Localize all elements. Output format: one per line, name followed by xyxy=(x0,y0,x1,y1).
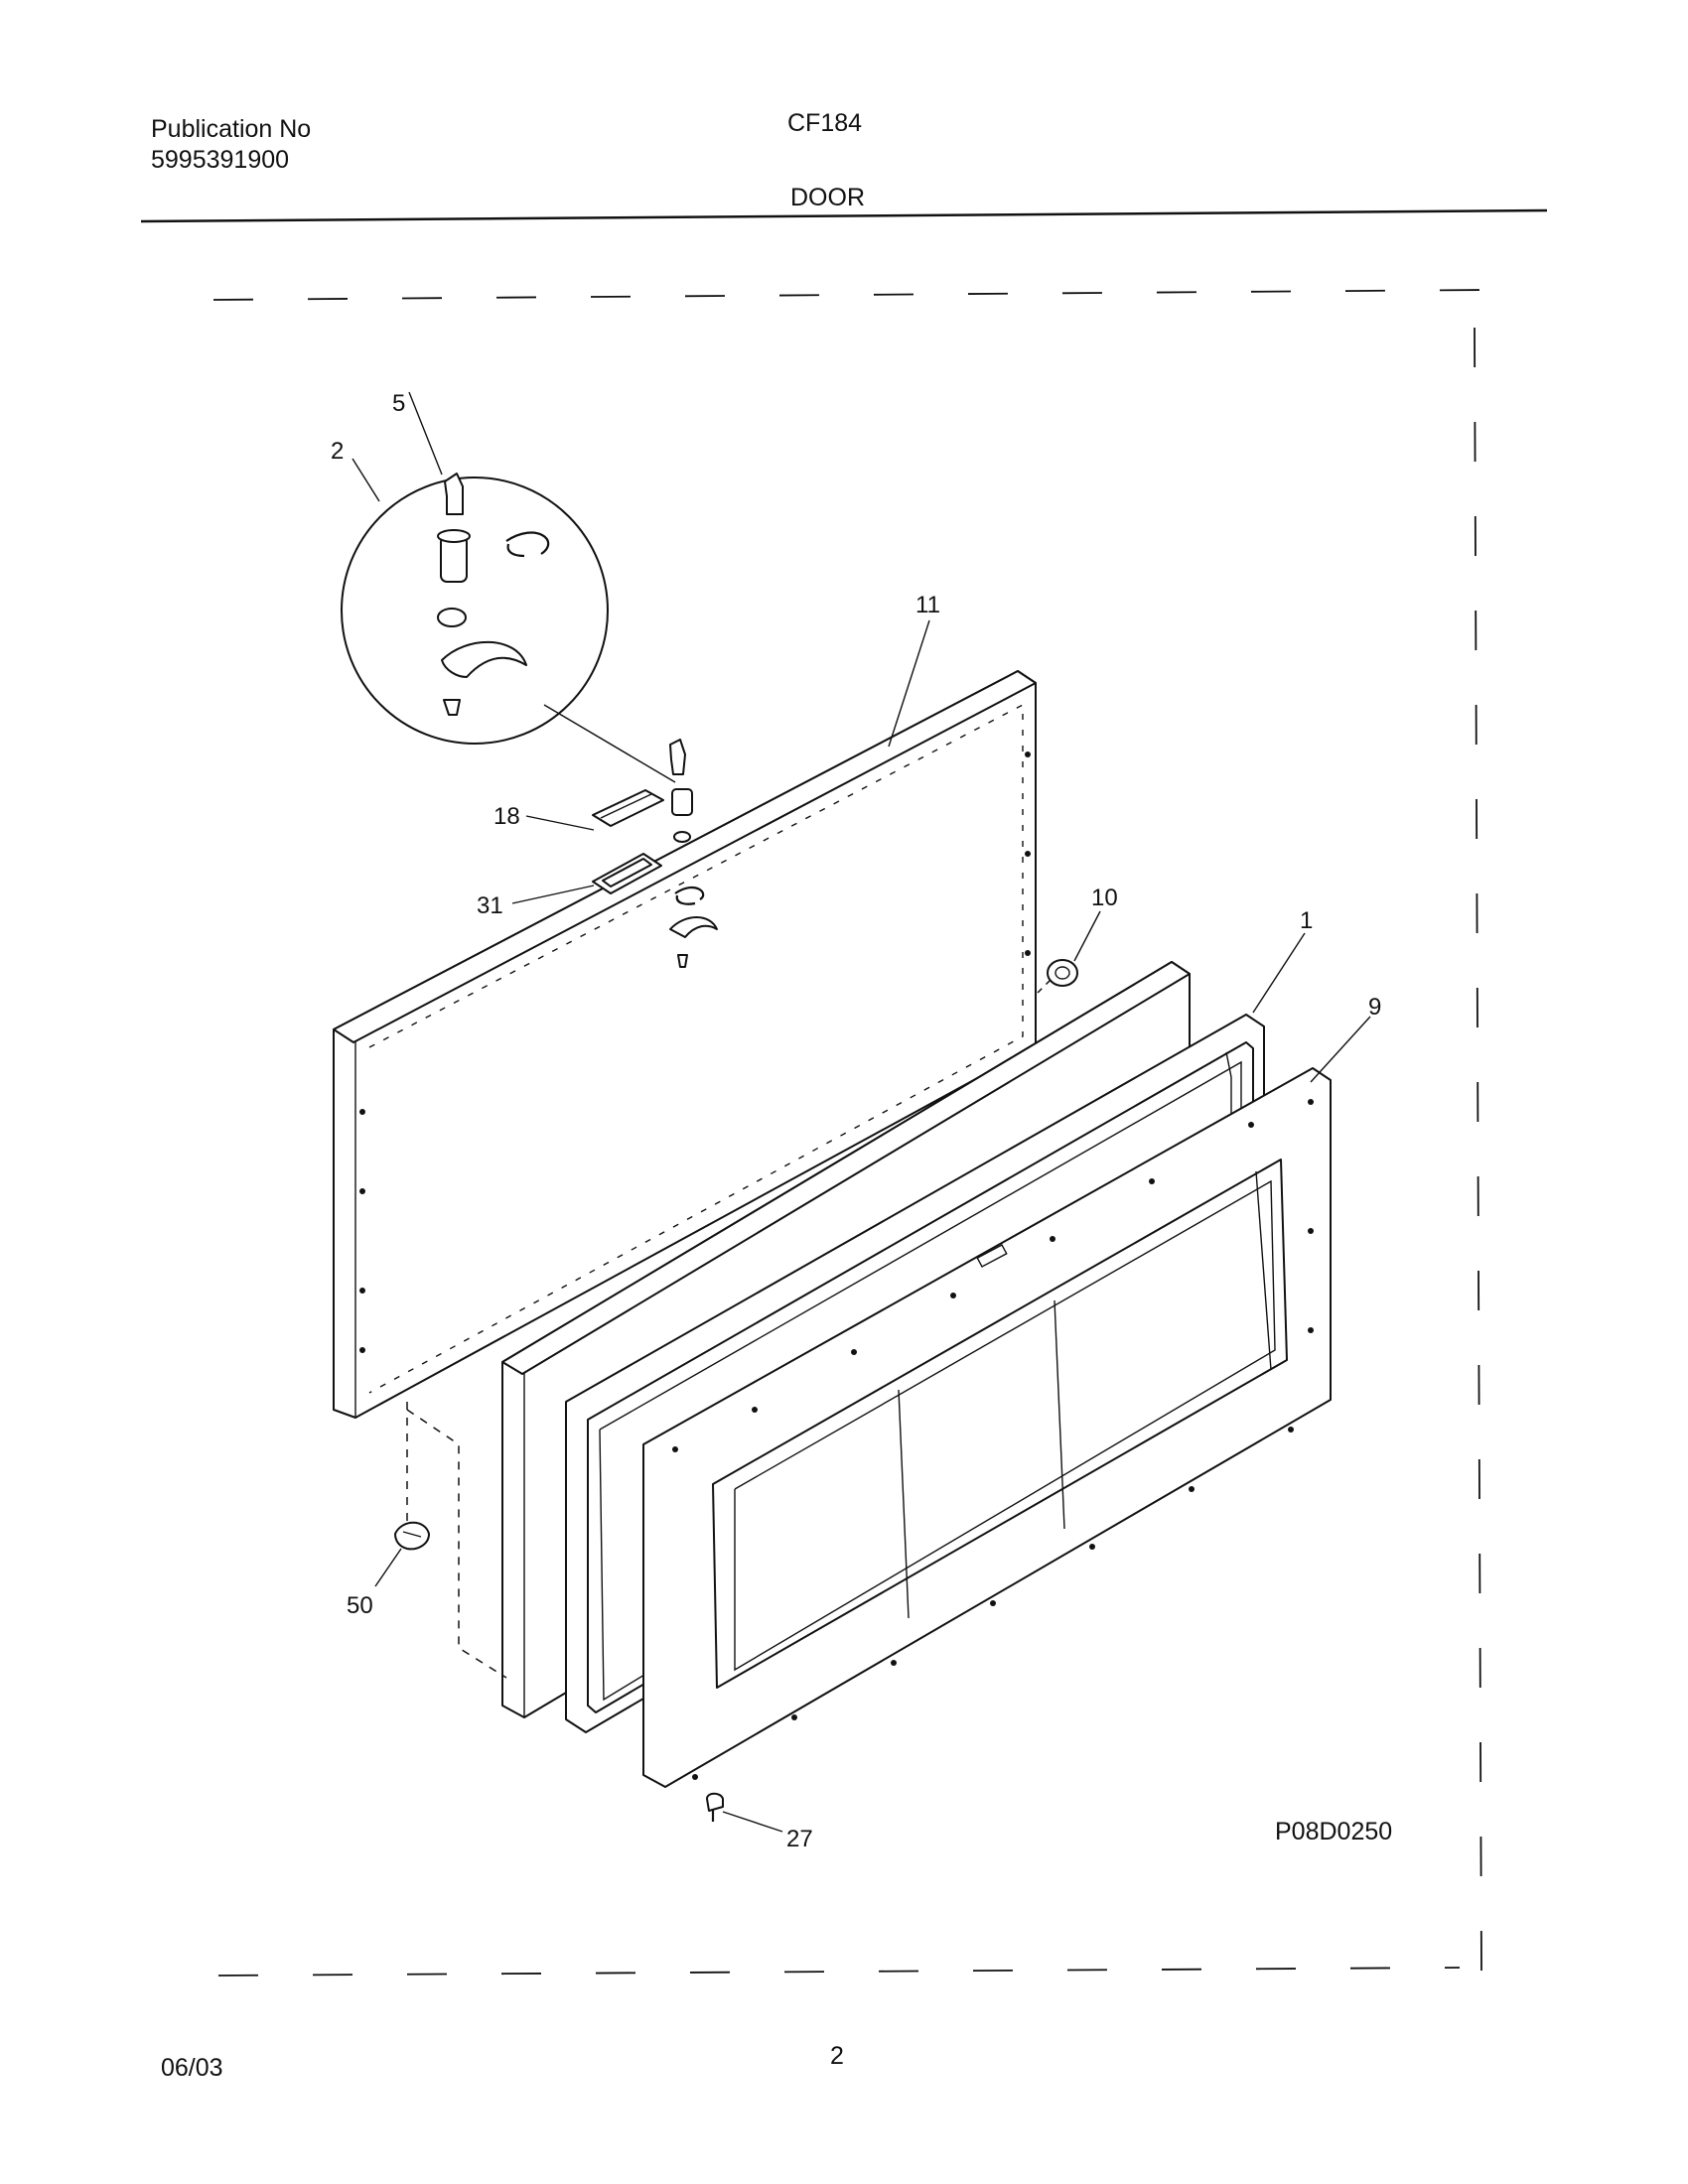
diagram-code: P08D0250 xyxy=(1275,1818,1392,1845)
callout-31: 31 xyxy=(477,892,503,919)
callout-50: 50 xyxy=(347,1592,373,1619)
hinge-cover xyxy=(394,1521,430,1551)
callout-2: 2 xyxy=(331,438,344,465)
leader-lines xyxy=(352,391,1371,1833)
callout-10: 10 xyxy=(1091,885,1118,911)
outer-door-panel xyxy=(333,670,1037,1419)
model-number: CF184 xyxy=(787,109,863,137)
header-rule xyxy=(140,208,1548,223)
section-title: DOOR xyxy=(790,184,865,211)
callout-18: 18 xyxy=(493,803,520,830)
handle-gasket xyxy=(592,853,662,894)
inner-door-panel xyxy=(642,1067,1332,1788)
callout-5: 5 xyxy=(392,390,405,417)
plug xyxy=(1047,959,1078,987)
hinge-kit-detail xyxy=(341,473,676,783)
hinge-parts xyxy=(669,739,718,968)
screw xyxy=(706,1792,724,1822)
page-number: 2 xyxy=(830,2042,844,2070)
publication-label: Publication No xyxy=(151,115,312,143)
callout-11: 11 xyxy=(915,592,940,618)
diagram-frame xyxy=(212,289,1485,1977)
footer-date: 06/03 xyxy=(161,2054,223,2082)
publication-number: 5995391900 xyxy=(151,146,290,174)
callout-27: 27 xyxy=(786,1826,813,1852)
callout-9: 9 xyxy=(1368,994,1381,1021)
handle xyxy=(592,789,664,827)
callout-1: 1 xyxy=(1300,907,1313,934)
